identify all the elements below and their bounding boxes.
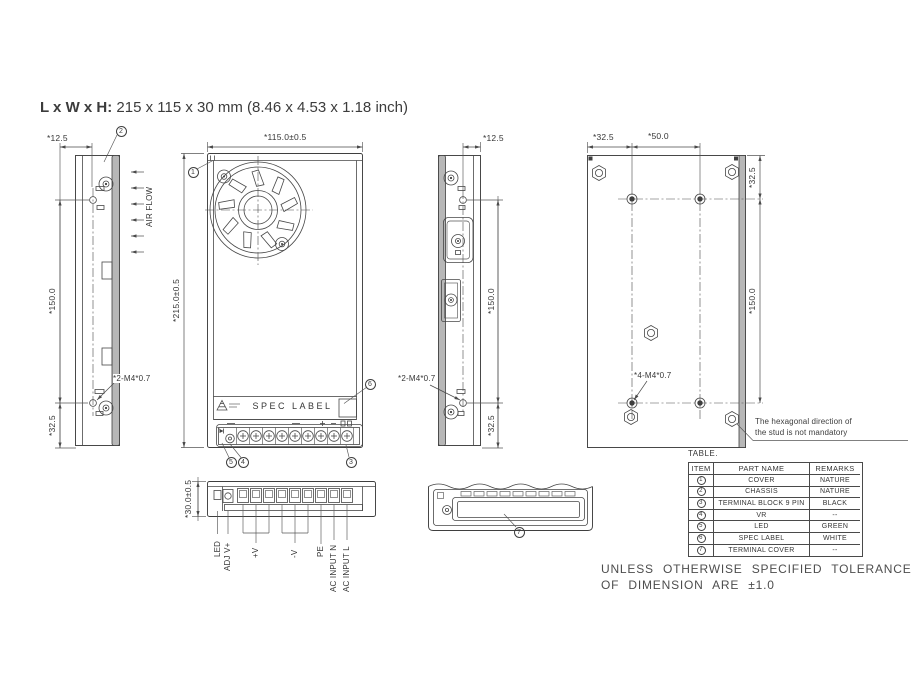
item-number: 6 — [696, 533, 706, 543]
callout-vr: 4 — [237, 456, 249, 468]
airflow-label: AIR FLOW — [145, 186, 154, 227]
table-header-remarks: REMARKS — [810, 463, 860, 475]
page-title: L x W x H: 215 x 115 x 30 mm (8.46 x 4.5… — [40, 99, 408, 116]
stud-note-line2: the stud is not mandatory — [755, 428, 848, 437]
delta-logo-icon — [216, 399, 240, 411]
dim-left-pitch: *150.0 — [47, 288, 57, 314]
dim-back-pitch150: *150.0 — [747, 288, 757, 314]
dim-left-depth: *12.5 — [47, 133, 68, 143]
table-row-item: 1 — [689, 475, 714, 487]
terminal-label-pe: PE — [316, 545, 325, 557]
dim-back-edge: *32.5 — [593, 132, 614, 142]
dim-right-bottom: *32.5 — [486, 415, 496, 436]
spec-label: SPEC LABEL — [252, 401, 333, 411]
item-number: 3 — [696, 498, 706, 508]
table-row-item: 5 — [689, 521, 714, 533]
dim-front-height: *215.0±0.5 — [171, 278, 181, 322]
table-row-part: CHASSIS — [714, 486, 810, 499]
right-side-view-linework — [429, 142, 503, 449]
terminal-label-vminus: -V — [290, 549, 299, 558]
tolerance-note-line2: OF DIMENSION ARE ±1.0 — [601, 578, 775, 592]
table-row-part: VR — [714, 509, 810, 522]
table-row-item: 4 — [689, 509, 714, 522]
back-view-linework — [587, 142, 908, 448]
item-number: 1 — [696, 475, 706, 485]
item-number: 2 — [696, 487, 706, 497]
thread-spec-left: *2-M4*0.7 — [113, 374, 151, 383]
table-row-part: COVER — [714, 475, 810, 487]
dim-bottom-thickness: *30.0±0.5 — [183, 479, 193, 518]
terminal-label-led: LED — [213, 540, 222, 557]
stud-note-line1: The hexagonal direction of — [755, 417, 852, 426]
dim-right-depth: *12.5 — [483, 133, 504, 143]
dim-back-pitch50: *50.0 — [648, 131, 669, 141]
title-dims-value: 215 x 115 x 30 mm (8.46 x 4.53 x 1.18 in… — [116, 99, 408, 116]
table-header-part: PART NAME — [714, 463, 810, 475]
hex-studs — [592, 164, 739, 427]
callout-spec-label: 6 — [364, 378, 376, 390]
terminal-label-adj: ADJ V+ — [223, 542, 232, 571]
dim-right-pitch: *150.0 — [486, 288, 496, 314]
thread-spec-back: *4-M4*0.7 — [634, 371, 672, 380]
table-row-part: TERMINAL COVER — [714, 544, 810, 557]
item-number: 7 — [696, 545, 706, 555]
table-row-item: 7 — [689, 544, 714, 557]
bottom-terminals — [237, 488, 353, 511]
table-row-remark: GREEN — [810, 521, 860, 533]
item-number: 4 — [696, 510, 706, 520]
dim-back-top: *32.5 — [747, 167, 757, 188]
terminal-label-ac-n: AC INPUT N — [329, 544, 338, 592]
table-row-part: LED — [714, 521, 810, 533]
table-header-item: ITEM — [689, 463, 714, 475]
callout-chassis: 2 — [115, 125, 127, 137]
table-row-item: 6 — [689, 532, 714, 545]
table-row-remark: -- — [832, 546, 838, 554]
item-number: 5 — [696, 522, 706, 532]
table-row-item: 2 — [689, 486, 714, 499]
bottom-view-linework — [192, 477, 376, 544]
table-row-remark: -- — [810, 510, 860, 522]
table-row-remark: NATURE — [810, 475, 860, 487]
terminal-screws — [237, 430, 353, 442]
bottom-view-cover-linework — [428, 483, 593, 531]
front-view-linework — [181, 142, 368, 458]
terminal-label-ac-l: AC INPUT L — [342, 546, 351, 592]
dim-front-width: *115.0±0.5 — [264, 132, 307, 142]
table-row-part: TERMINAL BLOCK 9 PIN — [714, 498, 810, 510]
callout-terminal-block: 3 — [345, 456, 357, 468]
title-dims-label: L x W x H: — [40, 99, 113, 116]
table-row-remark: BLACK — [810, 498, 860, 510]
table-caption: TABLE. — [688, 449, 718, 458]
callout-led: 5 — [225, 456, 237, 468]
callout-cover: 1 — [187, 166, 199, 178]
dim-left-bottom: *32.5 — [47, 415, 57, 436]
led-icon — [216, 426, 224, 434]
table-row-remark: WHITE — [810, 533, 860, 545]
thread-spec-right: *2-M4*0.7 — [398, 374, 436, 383]
parts-table: ITEM PART NAME REMARKS 1 COVER NATURE 2 … — [688, 462, 863, 558]
table-row-remark: NATURE — [810, 487, 860, 499]
terminal-label-vplus: +V — [251, 547, 260, 558]
left-side-view-linework — [55, 134, 144, 449]
callout-terminal-cover: 7 — [513, 526, 525, 538]
table-row-part: SPEC LABEL — [714, 532, 810, 545]
tolerance-note-line1: UNLESS OTHERWISE SPECIFIED TOLERANCE — [601, 562, 912, 576]
table-row-item: 3 — [689, 498, 714, 510]
